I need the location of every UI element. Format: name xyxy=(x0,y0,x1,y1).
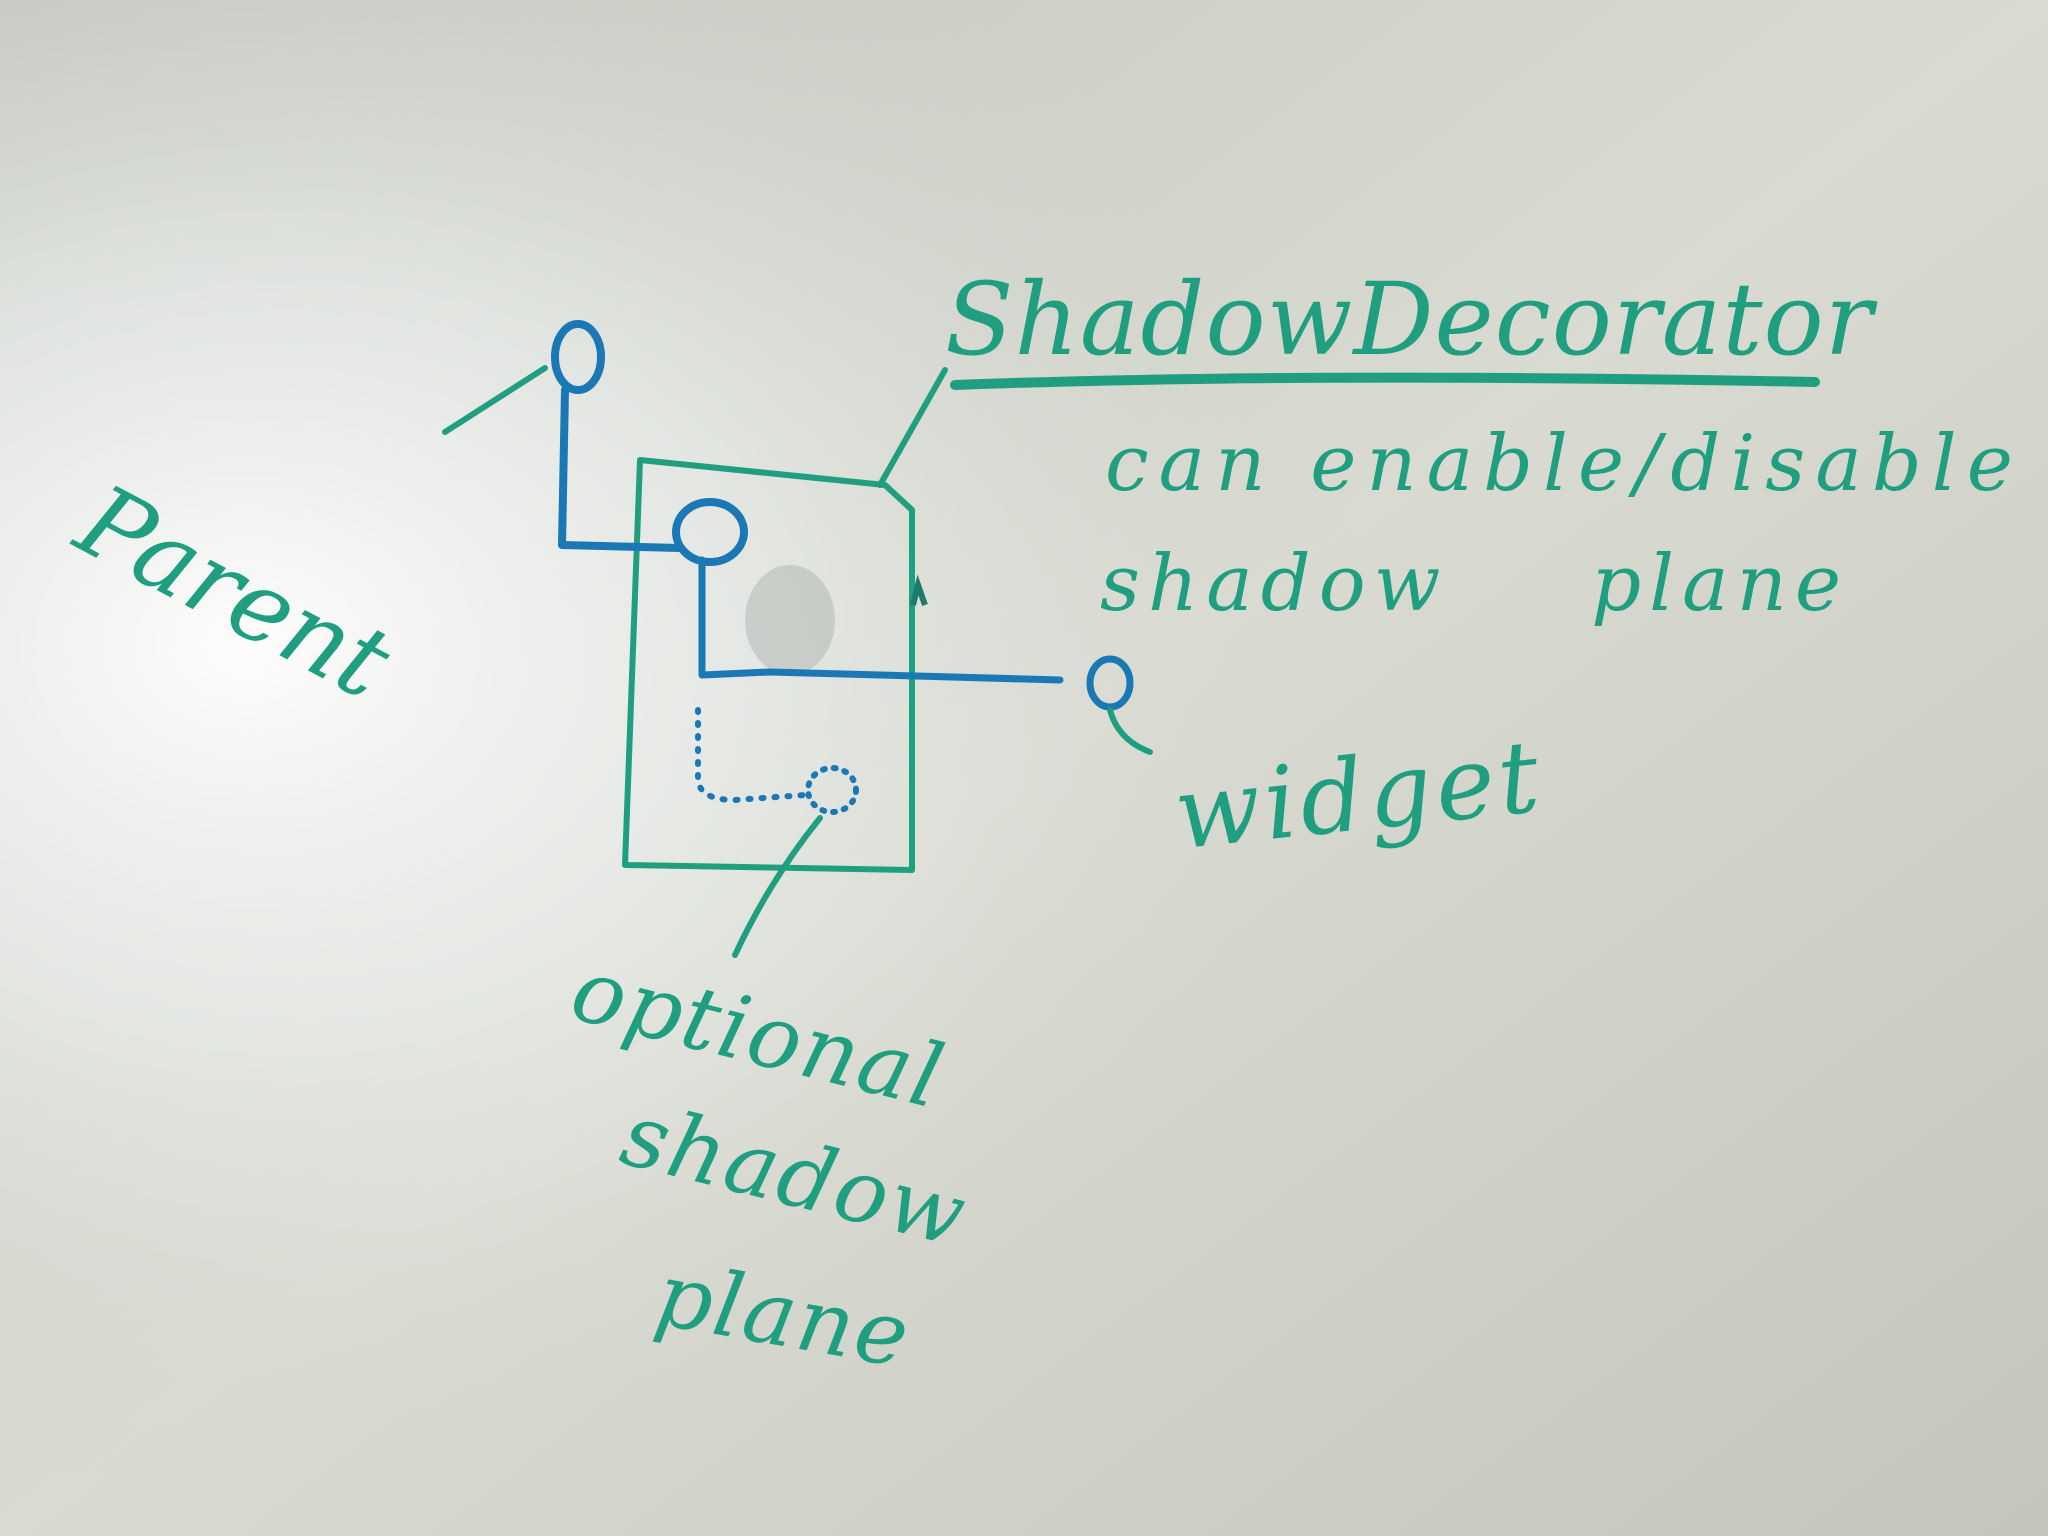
parent-pointer-line xyxy=(442,365,548,435)
decorator-node xyxy=(672,498,748,566)
eraser-smudge xyxy=(745,565,835,675)
optional-label-pointer xyxy=(732,815,823,958)
title-to-box-connector xyxy=(877,367,948,488)
box-edge-arrow xyxy=(910,574,928,606)
note-line-1: can enable/disable xyxy=(1105,419,2023,509)
optional-shadow-edge xyxy=(695,707,808,804)
decorator-box xyxy=(622,457,915,873)
parent-node xyxy=(551,320,605,394)
decorator-to-widget-edge xyxy=(698,556,1064,684)
title-underline xyxy=(950,372,1820,390)
shadow-plane-node xyxy=(805,765,859,815)
note-line-2: shadow plane xyxy=(1100,539,1849,629)
parent-to-decorator-edge xyxy=(558,386,684,552)
shadow-decorator-title: ShadowDecorator xyxy=(945,261,1874,378)
widget-pointer-line xyxy=(1107,707,1153,755)
